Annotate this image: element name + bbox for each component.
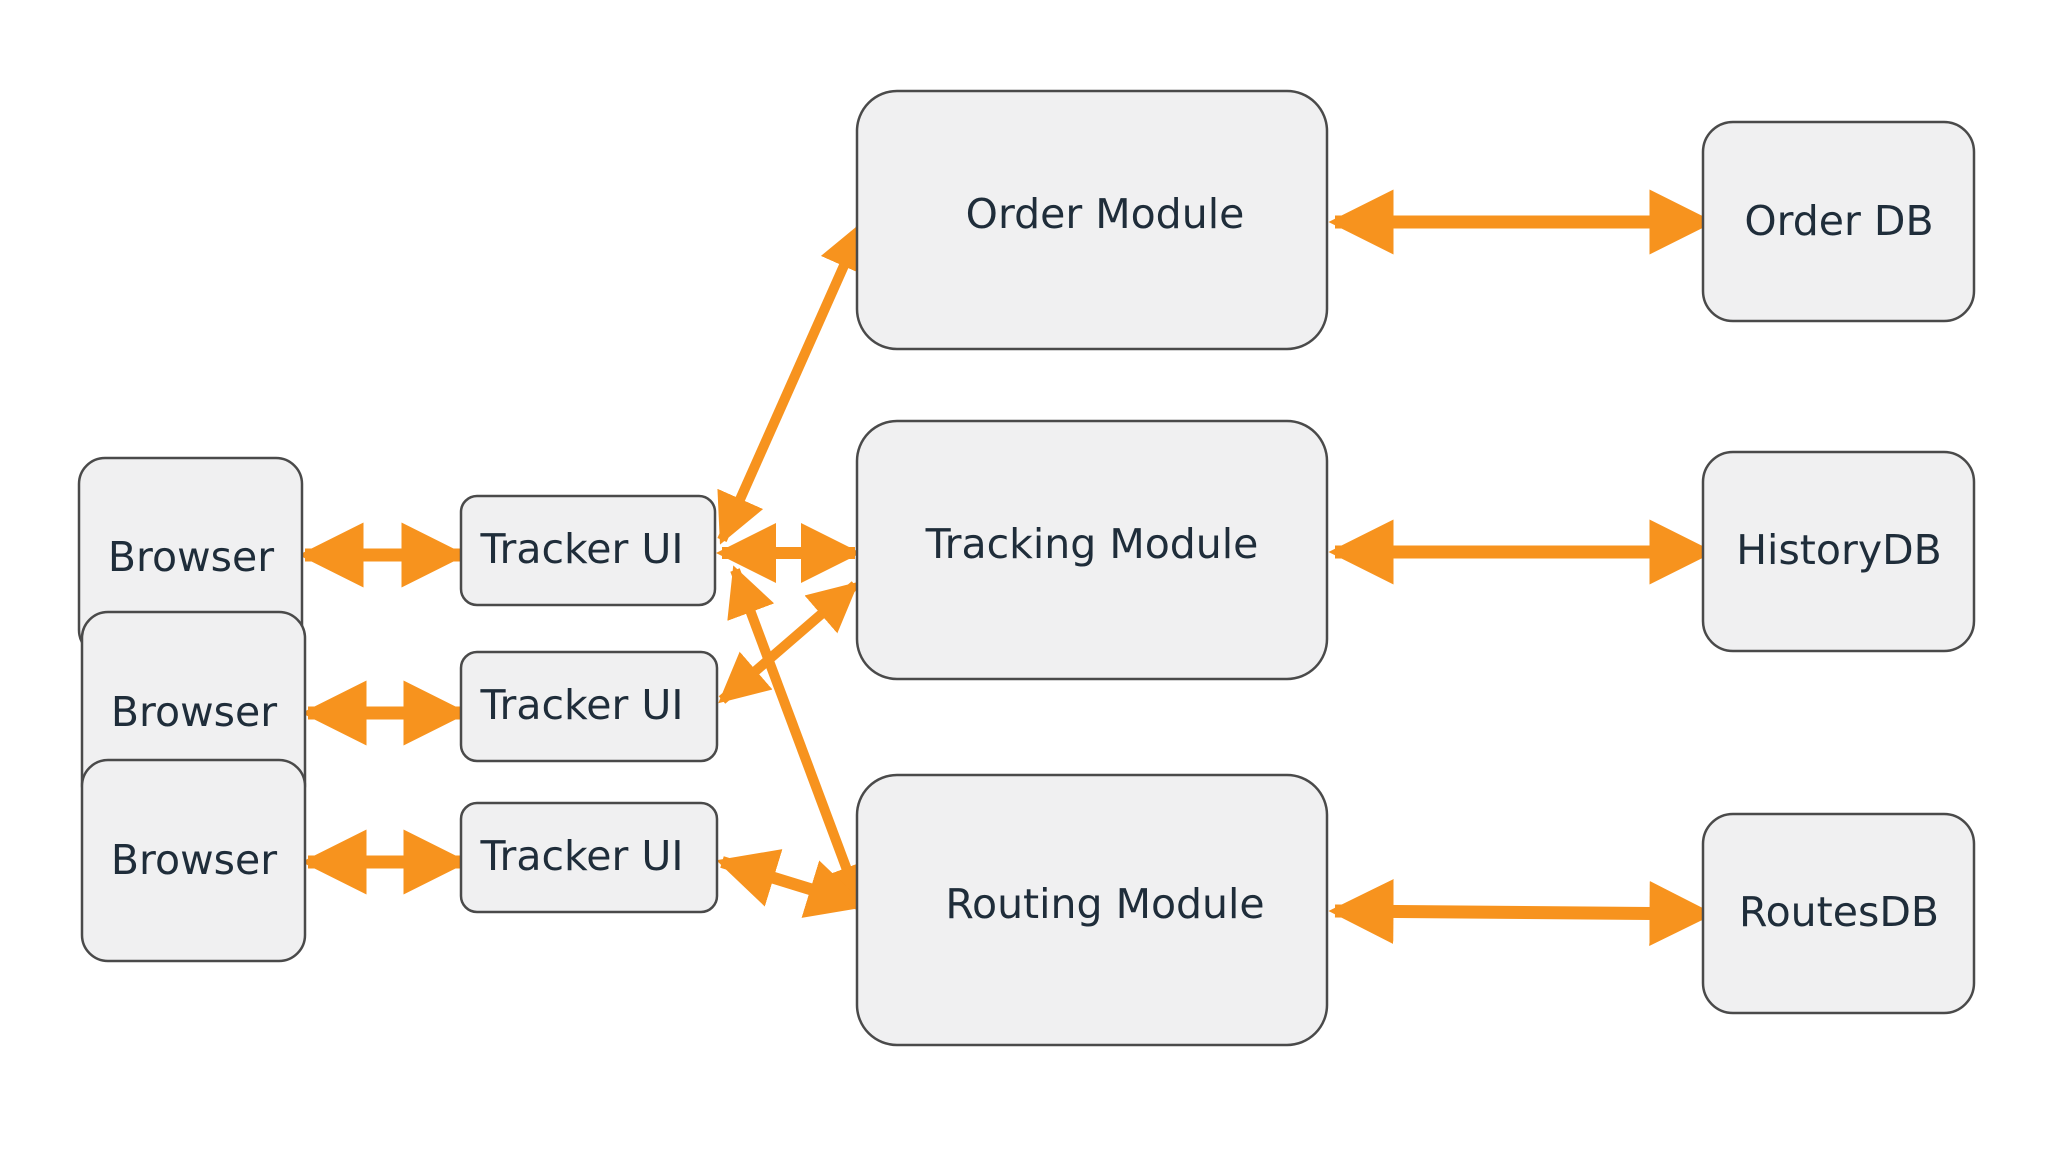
tracking-module-label: Tracking Module	[925, 520, 1259, 568]
node-routes-db: RoutesDB	[1701, 812, 1976, 1015]
node-routing-module: Routing Module	[855, 773, 1329, 1047]
tracker-ui-1-label: Tracker UI	[479, 525, 683, 573]
history-db-label: HistoryDB	[1736, 526, 1942, 574]
history-db-box	[1701, 450, 1976, 653]
edge-trackerui2-trackingmodule	[718, 581, 859, 704]
tracking-module-box	[855, 419, 1329, 681]
node-tracking-module: Tracking Module	[855, 419, 1329, 681]
tracker-ui-2-box	[459, 650, 719, 763]
tracker-ui-2-label: Tracker UI	[479, 681, 683, 729]
node-order-db: Order DB	[1701, 120, 1976, 323]
browser-1-label: Browser	[108, 533, 274, 581]
tracker-ui-3-box	[459, 801, 719, 914]
node-order-module: Order Module	[855, 89, 1329, 351]
order-db-box	[1701, 120, 1976, 323]
routes-db-box	[1701, 812, 1976, 1015]
node-history-db: HistoryDB	[1701, 450, 1976, 653]
node-tracker-ui-1: Tracker UI	[459, 494, 717, 607]
routing-module-box	[855, 773, 1329, 1047]
browser-3-label: Browser	[111, 836, 277, 884]
routes-db-label: RoutesDB	[1739, 888, 1939, 936]
tracker-ui-1-box	[459, 494, 717, 607]
edge-trackerui3-routingmodule	[716, 849, 868, 918]
edges	[298, 189, 1715, 947]
routing-module-label: Routing Module	[945, 880, 1264, 928]
order-db-label: Order DB	[1744, 197, 1933, 245]
browser-3-box	[80, 758, 307, 963]
node-tracker-ui-3: Tracker UI	[459, 801, 719, 914]
edge-trackerui1-ordermodule	[717, 220, 867, 545]
node-browser-3: Browser	[80, 758, 307, 963]
browser-2-label: Browser	[111, 688, 277, 736]
edge-trackerui1-routingmodule	[727, 565, 870, 915]
order-module-label: Order Module	[966, 190, 1245, 238]
order-module-box	[855, 89, 1329, 351]
edge-routingmodule-routesdb	[1328, 878, 1715, 947]
tracker-ui-3-label: Tracker UI	[479, 832, 683, 880]
node-tracker-ui-2: Tracker UI	[459, 650, 719, 763]
